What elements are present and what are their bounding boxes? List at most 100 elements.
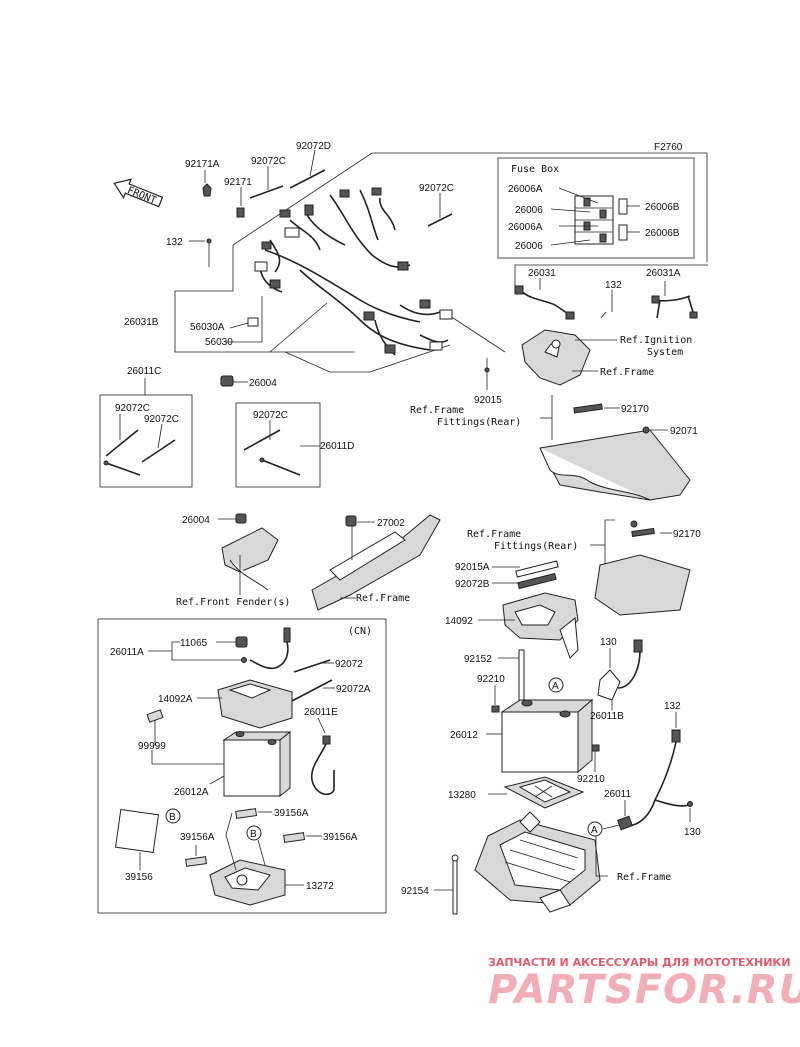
callout-92072: 92072 — [335, 659, 363, 670]
callout-92071: 92071 — [670, 426, 698, 437]
callout-26011B: 26011B — [590, 711, 624, 722]
callout-39156A: 39156A — [323, 832, 358, 843]
svg-text:A: A — [591, 825, 598, 836]
callout-92152: 92152 — [464, 654, 492, 665]
front-arrow-icon: FRONT — [113, 178, 164, 208]
callout-26031B: 26031B — [124, 317, 159, 328]
ref-frame-fittings-rear: Ref.Frame — [467, 529, 521, 540]
cn-variant-box: (CN) — [97, 618, 387, 914]
band-92072C-mid — [427, 213, 453, 227]
callout-92015: 92015 — [474, 395, 502, 406]
callout-132: 132 — [605, 280, 622, 291]
callout-92072B: 92072B — [455, 579, 490, 590]
marker-A-top: A — [548, 677, 564, 693]
connector-26004-icon — [220, 375, 234, 387]
callout-132: 132 — [166, 237, 183, 248]
ref-ignition-system-line2: System — [647, 347, 683, 358]
callout-130: 130 — [684, 827, 701, 838]
callout-26011: 26011 — [604, 789, 632, 800]
callout-56030A: 56030A — [190, 322, 225, 333]
front-fender-area — [218, 513, 441, 611]
rear-fitting-area — [539, 395, 691, 501]
ref-frame: Ref.Frame — [617, 872, 671, 883]
svg-text:B: B — [250, 829, 257, 840]
callout-92210: 92210 — [477, 674, 505, 685]
callout-11065: 11065 — [180, 638, 208, 649]
callout-56030: 56030 — [205, 337, 233, 348]
callout-92072C: 92072C — [253, 410, 288, 421]
callout-39156: 39156 — [125, 872, 153, 883]
callout-26011C: 26011C — [127, 366, 161, 377]
callout-92072A: 92072A — [336, 684, 371, 695]
callout-26006B: 26006B — [645, 228, 680, 239]
callout-99999: 99999 — [138, 741, 166, 752]
callout-26004: 26004 — [249, 378, 277, 389]
callout-92072C: 92072C — [115, 403, 150, 414]
callout-92210: 92210 — [577, 774, 605, 785]
callout-26011E: 26011E — [304, 707, 338, 718]
ref-ignition-system: Ref.Ignition — [620, 335, 692, 346]
watermark: ЗАПЧАСТИ И АКСЕССУАРЫ ДЛЯ МОТОТЕХНИКИ PA… — [488, 956, 800, 1013]
callout-92171A: 92171A — [185, 159, 220, 170]
callout-13272: 13272 — [306, 881, 334, 892]
callout-92154: 92154 — [401, 886, 429, 897]
callout-26011A: 26011A — [110, 647, 144, 658]
relay-56030A-icon — [247, 317, 259, 327]
ref-frame-fittings-rear-line2: Fittings(Rear) — [437, 417, 521, 428]
callout-92170: 92170 — [621, 404, 649, 415]
callout-92171: 92171 — [224, 177, 252, 188]
callout-26011D: 26011D — [320, 441, 354, 452]
marker-A-bottom: A — [587, 821, 603, 837]
ignition-area — [514, 264, 708, 386]
callout-26004: 26004 — [182, 515, 210, 526]
svg-text:B: B — [169, 812, 176, 823]
callout-26031A: 26031A — [646, 268, 681, 279]
kit-26011D-box — [235, 402, 321, 488]
callout-130: 130 — [600, 637, 617, 648]
callout-14092A: 14092A — [158, 694, 193, 705]
callout-39156A: 39156A — [180, 832, 215, 843]
battery-stack-right — [434, 519, 693, 915]
callout-26012: 26012 — [450, 730, 478, 741]
watermark-tagline: ЗАПЧАСТИ И АКСЕССУАРЫ ДЛЯ МОТОТЕХНИКИ — [488, 956, 791, 969]
svg-text:A: A — [552, 681, 559, 692]
callout-92072C: 92072C — [419, 183, 454, 194]
callout-26006B: 26006B — [645, 202, 680, 213]
callout-labels: 92072D 92171A 92072C 92171 92072C 132 26… — [110, 141, 701, 897]
callout-26006: 26006 — [515, 205, 543, 216]
ref-front-fenders: Ref.Front Fender(s) — [176, 597, 290, 608]
ref-frame: Ref.Frame — [356, 593, 410, 604]
ref-frame-fittings-rear: Ref.Frame — [410, 405, 464, 416]
screw-132-icon — [206, 238, 212, 244]
callout-132: 132 — [664, 701, 681, 712]
fuse-box-title: Fuse Box — [511, 164, 559, 175]
callout-26006: 26006 — [515, 241, 543, 252]
band-92072D — [289, 169, 326, 189]
cn-label: (CN) — [348, 626, 372, 637]
harness-outline — [174, 152, 708, 373]
callout-92072D: 92072D — [296, 141, 331, 152]
callout-26031: 26031 — [528, 268, 556, 279]
diagram-code: F2760 — [654, 142, 683, 153]
callout-92015A: 92015A — [455, 562, 490, 573]
main-wiring-harness — [254, 187, 453, 356]
clip-92171A-icon — [202, 183, 212, 197]
ref-frame: Ref.Frame — [600, 367, 654, 378]
callout-92170: 92170 — [673, 529, 701, 540]
reference-labels: Ref.Ignition System Ref.Frame Ref.Frame … — [176, 335, 692, 883]
callout-26006A: 26006A — [508, 184, 543, 195]
marker-B-left: B — [165, 808, 181, 824]
clip-92171-icon — [236, 207, 245, 218]
callout-14092: 14092 — [445, 616, 473, 627]
kit-26011C-box — [99, 378, 193, 488]
callout-39156A: 39156A — [274, 808, 309, 819]
fuse-box-panel: Fuse Box — [497, 157, 695, 259]
marker-B-mid: B — [246, 825, 262, 841]
band-92072C-top — [249, 185, 284, 199]
callout-92072C: 92072C — [251, 156, 286, 167]
watermark-logo: PARTSFOR.RU — [488, 967, 800, 1013]
callout-13280: 13280 — [448, 790, 476, 801]
ref-frame-fittings-rear-line2: Fittings(Rear) — [494, 541, 578, 552]
callout-92072C: 92072C — [144, 414, 179, 425]
